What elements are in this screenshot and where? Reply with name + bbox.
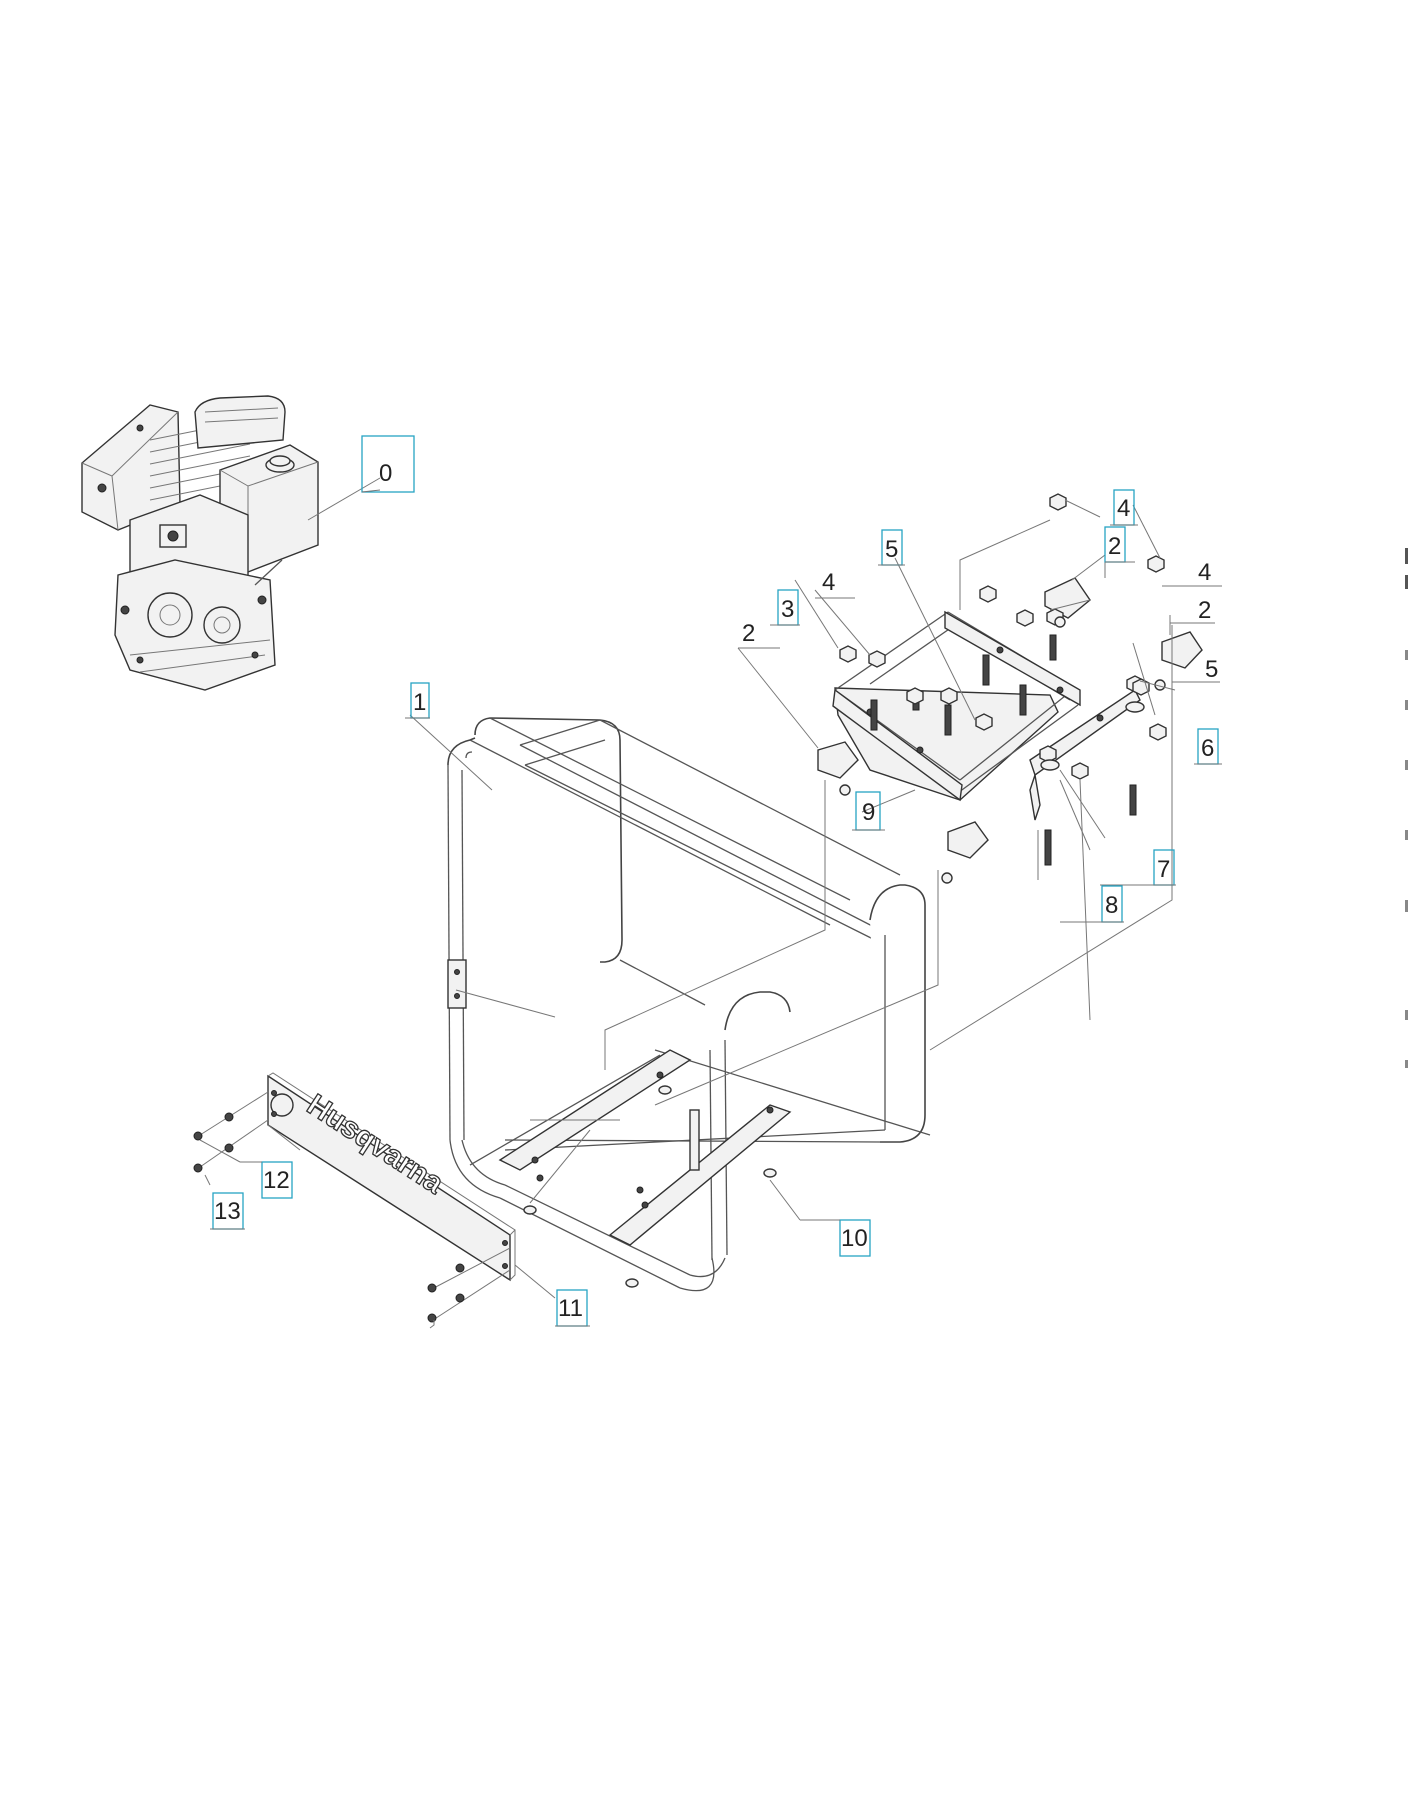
callout-11: 11 [555,1289,590,1327]
svg-text:7: 7 [1157,856,1170,883]
callout-13: 13 [210,1192,245,1230]
svg-text:2: 2 [1198,597,1211,624]
svg-text:3: 3 [781,596,794,623]
right-edge-marks [1405,548,1408,1068]
callout-10: 10 [800,1219,871,1257]
callout-3: 3 [770,589,800,626]
callout-4b: 4 [815,569,855,599]
callout-4c: 4 [1162,559,1222,587]
front-brand-panel: Husqvarna [267,1072,516,1282]
svg-text:2: 2 [1108,533,1121,560]
engine-illustration [81,395,319,691]
svg-text:6: 6 [1201,735,1214,762]
svg-text:4: 4 [822,569,835,596]
callout-5b: 5 [1172,656,1220,683]
callout-5a: 5 [878,529,905,566]
callout-8: 8 [1060,885,1124,923]
callout-12: 12 [240,1161,293,1199]
svg-text:2: 2 [742,620,755,647]
panel-fasteners [193,1091,511,1329]
callout-9: 9 [852,791,885,831]
bolts-and-nuts [839,493,1167,884]
svg-text:12: 12 [263,1167,290,1194]
engine-base-plate [832,610,1141,821]
svg-text:5: 5 [885,536,898,563]
svg-text:10: 10 [841,1225,868,1252]
callout-4a: 4 [1110,489,1138,526]
callout-7: 7 [1100,849,1176,886]
svg-text:1: 1 [413,689,426,716]
svg-text:8: 8 [1105,892,1118,919]
callout-2c: 2 [1170,597,1215,624]
svg-text:9: 9 [862,799,875,826]
husqvarna-crown-icon [270,1093,294,1117]
callout-1: 1 [405,682,430,719]
callout-2b: 2 [1104,526,1135,563]
svg-text:11: 11 [558,1295,583,1322]
leader-lines [199,477,1176,1299]
callout-2a: 2 [738,620,780,649]
svg-text:5: 5 [1205,656,1218,683]
callout-6: 6 [1194,728,1222,765]
svg-text:0: 0 [379,460,392,487]
callout-0: 0 [361,435,415,493]
svg-text:13: 13 [214,1198,241,1225]
svg-text:4: 4 [1198,559,1211,586]
tubular-frame [447,717,931,1292]
svg-text:4: 4 [1117,495,1130,522]
